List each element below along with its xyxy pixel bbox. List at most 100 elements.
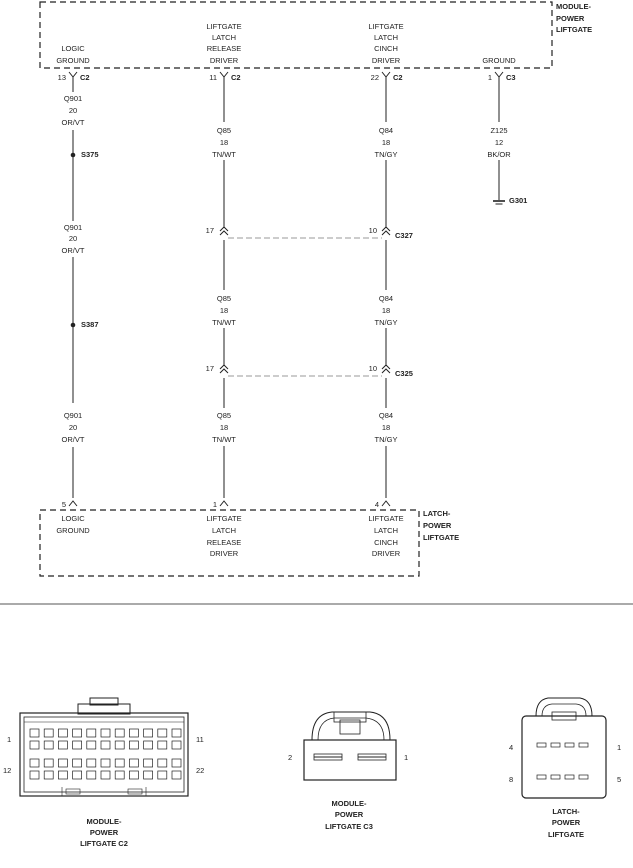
connector-c3-caption: MODULE- POWER LIFTGATE C3 <box>325 799 373 831</box>
connector-id: C2 <box>393 73 403 82</box>
pin-cavity <box>72 728 82 738</box>
svg-text:4: 4 <box>375 500 379 509</box>
pin-cavity <box>100 770 111 780</box>
svg-text:MODULE-: MODULE- <box>87 817 122 826</box>
pin-cavity <box>143 758 153 768</box>
svg-text:LATCH-: LATCH- <box>552 807 580 816</box>
pin-cavity <box>157 728 168 738</box>
pin-cavity <box>171 740 182 750</box>
pin-number: 17 <box>206 226 214 235</box>
pin-cavity <box>58 740 68 750</box>
pin-cavity <box>550 774 561 780</box>
top-terminal-symbols <box>68 71 504 84</box>
pin-cavity <box>114 770 125 780</box>
svg-text:LATCH: LATCH <box>212 33 236 42</box>
svg-text:1: 1 <box>617 743 621 752</box>
svg-text:Q84: Q84 <box>379 411 393 420</box>
svg-text:OR/VT: OR/VT <box>62 435 85 444</box>
svg-text:Q85: Q85 <box>217 411 231 420</box>
svg-text:LIFTGATE C2: LIFTGATE C2 <box>80 839 128 848</box>
pin-function-latch-release: LIFTGATE LATCH RELEASE DRIVER <box>206 514 241 558</box>
svg-text:LATCH: LATCH <box>374 33 398 42</box>
svg-text:POWER: POWER <box>335 810 364 819</box>
connector-id: C3 <box>506 73 516 82</box>
svg-text:12: 12 <box>495 138 503 147</box>
svg-text:18: 18 <box>220 306 228 315</box>
svg-text:LOGIC: LOGIC <box>61 514 85 523</box>
svg-text:1: 1 <box>213 500 217 509</box>
connector-c3-pin-numbers: 2 1 <box>288 753 408 762</box>
svg-text:POWER: POWER <box>90 828 119 837</box>
wire-label-logic-3: Q901 20 OR/VT <box>62 411 85 444</box>
pin-number: 11 <box>209 73 217 82</box>
pin-function-latch-cinch: LIFTGATE LATCH CINCH DRIVER <box>368 22 403 65</box>
pin-cavity <box>114 740 125 750</box>
wire-label-cinch-1: Q84 18 TN/GY <box>375 126 398 159</box>
pin-cavity <box>72 770 82 780</box>
svg-text:S387: S387 <box>81 320 99 329</box>
connector-latch-pin-numbers: 4 1 8 5 <box>509 743 621 784</box>
svg-text:TN/GY: TN/GY <box>375 318 398 327</box>
pin-function-latch-cinch: LIFTGATE LATCH CINCH DRIVER <box>368 514 403 558</box>
svg-text:Q901: Q901 <box>64 94 82 103</box>
wire-label-release-2: Q85 18 TN/WT <box>212 294 236 327</box>
svg-text:DRIVER: DRIVER <box>210 549 239 558</box>
inline-connector-c327: 17 10 C327 <box>206 226 413 240</box>
svg-text:MODULE-: MODULE- <box>332 799 367 808</box>
wire-label-release-3: Q85 18 TN/WT <box>212 411 236 444</box>
module-name-line-3: LIFTGATE <box>556 25 592 34</box>
svg-text:BK/OR: BK/OR <box>487 150 511 159</box>
svg-text:OR/VT: OR/VT <box>62 118 85 127</box>
svg-text:CINCH: CINCH <box>374 538 398 547</box>
pin-cavity <box>157 740 168 750</box>
pin-cavity <box>72 740 82 750</box>
pin-cavity <box>564 774 575 780</box>
svg-text:LATCH: LATCH <box>374 526 398 535</box>
pin-cavity <box>129 740 139 750</box>
connector-latch-caption: LATCH- POWER LIFTGATE <box>548 807 584 839</box>
svg-text:5: 5 <box>617 775 621 784</box>
pin-cavity <box>114 758 125 768</box>
svg-text:4: 4 <box>509 743 513 752</box>
svg-text:20: 20 <box>69 106 77 115</box>
pin-cavity <box>29 728 40 738</box>
svg-text:Q84: Q84 <box>379 294 393 303</box>
pin-cavity <box>129 758 139 768</box>
pin-cavity <box>171 770 182 780</box>
pin-cavity <box>143 770 153 780</box>
svg-text:CINCH: CINCH <box>374 44 398 53</box>
pin-cavity <box>129 728 139 738</box>
pin-cavity <box>86 770 97 780</box>
wire-label-logic-2: Q901 20 OR/VT <box>62 223 85 255</box>
pin-function-latch-release: LIFTGATE LATCH RELEASE DRIVER <box>206 22 241 65</box>
wire-label-release-1: Q85 18 TN/WT <box>212 126 236 159</box>
module-name-line-3: LIFTGATE <box>423 533 459 542</box>
svg-text:11: 11 <box>196 735 204 744</box>
pin-cavity <box>29 770 40 780</box>
module-power-liftgate-box: MODULE- POWER LIFTGATE LOGIC GROUND LIFT… <box>39 1 592 69</box>
wire-label-cinch-3: Q84 18 TN/GY <box>375 411 398 444</box>
pin-cavity <box>578 774 589 780</box>
pin-number: 17 <box>206 364 214 373</box>
pin-cavity <box>100 728 111 738</box>
svg-text:DRIVER: DRIVER <box>372 56 401 65</box>
svg-text:TN/WT: TN/WT <box>212 435 236 444</box>
module-name-line-2: POWER <box>556 14 585 23</box>
wires <box>72 84 500 498</box>
svg-text:GROUND: GROUND <box>56 526 90 535</box>
wire-label-logic-1: Q901 20 OR/VT <box>62 94 85 127</box>
pin-number: 22 <box>371 73 379 82</box>
module-name-line-1: LATCH- <box>423 509 451 518</box>
pin-cavity <box>72 758 82 768</box>
module-name-line-2: POWER <box>423 521 452 530</box>
connector-c2-pin-numbers: 1 11 12 22 <box>3 735 204 775</box>
connector-c2-caption: MODULE- POWER LIFTGATE C2 <box>80 817 128 848</box>
pin-cavity <box>29 758 40 768</box>
svg-text:5: 5 <box>62 500 66 509</box>
connector-view-latch <box>521 697 607 799</box>
pin-cavity <box>564 742 575 748</box>
svg-text:8: 8 <box>509 775 513 784</box>
svg-text:LIFTGATE: LIFTGATE <box>206 514 241 523</box>
svg-text:Q901: Q901 <box>64 223 82 232</box>
pin-function-logic-ground: LOGIC GROUND <box>56 514 90 535</box>
